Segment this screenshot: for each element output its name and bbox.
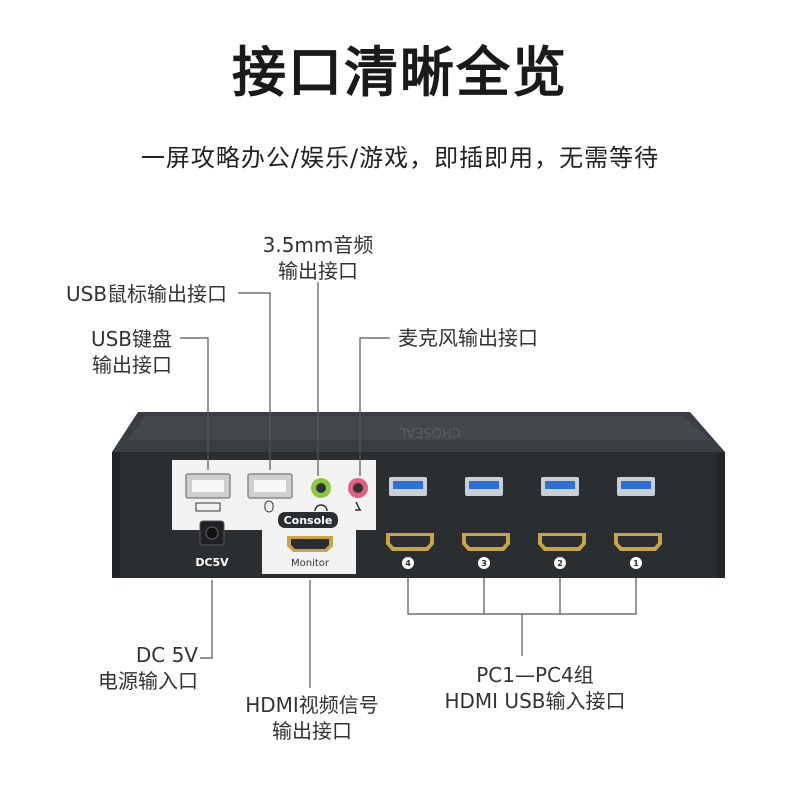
hdmi-out-label-line2: 输出接口 [272,719,352,743]
usb-input-port-3-tongue [469,481,499,489]
pc-input-label-line2: HDMI USB输入接口 [444,689,626,713]
mouse-label: USB鼠标输出接口 [66,282,228,306]
usb-mouse-port-inner [254,480,286,492]
audio-jack-hole [316,483,326,493]
hdmi-input-ports [386,533,662,551]
mouse-leader [238,292,271,470]
audio-label: 3.5mm音频 输出接口 [262,232,374,284]
dc-label: DC 5V 电源输入口 [80,642,198,694]
page-title: 接口清晰全览 [232,41,568,104]
usb-input-port-1-tongue [621,481,651,489]
port-number-4: 4 [405,559,411,568]
audio-label-line2: 输出接口 [278,259,358,283]
mic-icon [355,501,361,511]
page-subtitle: 一屏攻略办公/娱乐/游戏，即插即用，无需等待 [140,144,660,172]
hdmi-input-port-2-inner [542,536,582,547]
keyboard-icon [195,502,221,512]
device-front-left-edge [112,452,120,578]
audio-label-line1: 3.5mm音频 [262,233,374,257]
mouse-icon [264,500,274,513]
hdmi-input-port-3-inner [466,536,506,547]
port-number-1: 1 [633,559,639,568]
dc-label-line2: 电源输入口 [98,669,198,693]
device-top-highlight [128,416,712,440]
port-number-badges: 4 3 2 1 [402,557,642,569]
brand-engraving: CHOSEAL [398,424,460,439]
port-number-2: 2 [557,559,563,568]
mic-jack-hole [353,483,363,493]
usb-keyboard-port-inner [192,480,224,492]
port-number-2-badge [554,557,566,569]
usb-input-port-2-tongue [545,481,575,489]
port-number-4-badge [402,557,414,569]
hdmi-input-port-4-inner [390,536,430,547]
hdmi-input-port-1-inner [618,536,658,547]
pc-input-label-line1: PC1—PC4组 [476,663,594,687]
mic-label: 麦克风输出接口 [398,326,538,350]
hdmi-out-label-line1: HDMI视频信号 [245,693,379,717]
port-number-3-badge [478,557,490,569]
device-front-right-edge [717,452,725,578]
port-number-3: 3 [481,559,487,568]
usb-input-ports [389,477,655,496]
console-badge [278,512,338,528]
port-number-1-badge [630,557,642,569]
keyboard-label: USB键盘 输出接口 [88,326,172,378]
dc-label-line1: DC 5V [135,643,198,667]
keyboard-leader [180,337,209,470]
mic-leader [359,337,390,476]
keyboard-label-line1: USB键盘 [90,327,172,351]
hdmi-out-label: HDMI视频信号 输出接口 [242,692,382,744]
console-badge-text: Console [284,514,333,527]
leader-lines [180,282,637,688]
dc-jack-hole [205,526,219,540]
headphone-icon [314,504,328,512]
monitor-hdmi-port-inner [291,539,329,549]
usb-input-port-4-tongue [393,481,423,489]
dc-label-on-device: DC5V [195,556,229,569]
pc-group-bracket [407,578,637,656]
pc-input-label: PC1—PC4组 HDMI USB输入接口 [440,662,630,714]
monitor-label: Monitor [291,558,330,569]
keyboard-label-line2: 输出接口 [92,353,172,377]
dc-leader [200,580,213,659]
